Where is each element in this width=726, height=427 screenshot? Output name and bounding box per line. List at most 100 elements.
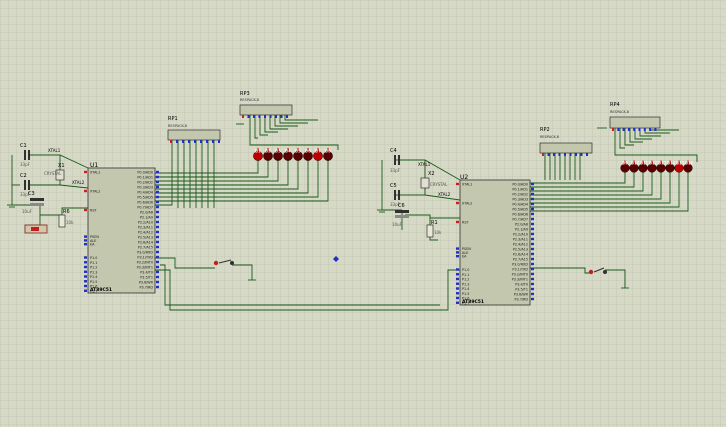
svg-text:RESPACK-8: RESPACK-8 bbox=[168, 124, 187, 128]
respack-rp1[interactable]: RP1 RESPACK-8 bbox=[167, 116, 221, 143]
pin-label: P0.5/AD5 bbox=[137, 196, 153, 200]
respack-pin bbox=[553, 153, 555, 156]
pin-label: P1.7 bbox=[90, 289, 97, 293]
led-pin bbox=[651, 160, 653, 164]
led-pin bbox=[624, 160, 626, 164]
crystal-x1[interactable]: X1 CRYSTAL bbox=[44, 163, 65, 181]
pin-marker bbox=[456, 282, 459, 285]
pin-label: EA bbox=[462, 255, 467, 259]
respack-pin bbox=[617, 128, 620, 131]
pin-label: P3.0/RXD bbox=[512, 263, 528, 267]
svg-text:33pF: 33pF bbox=[390, 168, 401, 173]
pin-label: P2.5/A13 bbox=[513, 248, 528, 252]
xtal2-net-label-right: XTAL2 bbox=[438, 192, 451, 197]
svg-text:C3: C3 bbox=[28, 191, 35, 197]
pin-marker bbox=[156, 215, 159, 219]
respack-pin bbox=[188, 140, 190, 143]
pin-marker bbox=[531, 192, 534, 196]
led-label: D7 bbox=[315, 148, 321, 153]
pin-marker bbox=[156, 205, 159, 209]
pin-marker bbox=[531, 187, 534, 191]
capacitor-c5[interactable]: C5 33pF bbox=[390, 183, 401, 207]
pin-marker bbox=[156, 245, 159, 249]
svg-text:RP1: RP1 bbox=[168, 116, 178, 122]
led-indicator bbox=[656, 163, 666, 173]
pin-label: P2.3/A11 bbox=[138, 226, 153, 230]
capacitor-c1[interactable]: C1 33pF bbox=[20, 143, 31, 167]
pin-marker bbox=[84, 235, 87, 238]
reset-switch-left[interactable] bbox=[24, 224, 48, 234]
pin-marker bbox=[531, 292, 534, 296]
pin-label: P0.2/AD2 bbox=[137, 181, 153, 185]
pin-label: P0.1/AD1 bbox=[137, 176, 153, 180]
pin-label: P3.4/T0 bbox=[515, 283, 528, 287]
pin-marker bbox=[84, 265, 87, 269]
pin-label: P0.0/AD0 bbox=[137, 171, 153, 175]
led-indicator bbox=[665, 163, 675, 173]
pin-label: P2.4/A12 bbox=[138, 231, 153, 235]
pin-label: P3.1/TXD bbox=[137, 256, 153, 260]
led-pin bbox=[277, 148, 279, 151]
pin-label: P2.1/A9 bbox=[140, 216, 153, 220]
pin-marker bbox=[84, 243, 87, 246]
respack-pin bbox=[275, 115, 277, 118]
pin-label: ALE bbox=[462, 251, 468, 255]
pin-marker bbox=[156, 260, 159, 264]
svg-text:C6: C6 bbox=[398, 203, 405, 209]
cursor-marker bbox=[333, 256, 339, 262]
capacitor-c2[interactable]: C2 33pF bbox=[20, 173, 31, 197]
pin-marker bbox=[456, 255, 459, 258]
svg-text:R6: R6 bbox=[63, 209, 70, 215]
pin-marker bbox=[84, 208, 87, 212]
resistor-r1[interactable]: R1 10k bbox=[426, 220, 442, 238]
pin-marker bbox=[456, 273, 459, 276]
capacitor-c6[interactable]: C6 10uF bbox=[392, 203, 409, 227]
pushbutton-left[interactable] bbox=[213, 259, 234, 266]
pin-marker bbox=[156, 225, 159, 229]
respack-pin bbox=[580, 153, 583, 156]
pin-marker bbox=[156, 240, 159, 244]
led-indicator bbox=[638, 163, 648, 173]
mcu-u1[interactable]: U1 XTAL1XTAL2RSTPSENALEEAP1.0P1.1P1.2P1.… bbox=[84, 162, 159, 294]
respack-pin bbox=[218, 140, 220, 143]
pin-label: ALE bbox=[90, 239, 96, 243]
mcu-u2[interactable]: U2 XTAL1XTAL2RSTPSENALEEAP1.0P1.1P1.2P1.… bbox=[456, 174, 534, 306]
pin-label: P0.7/AD7 bbox=[512, 218, 528, 222]
pin-marker bbox=[84, 284, 87, 288]
mcu-right-pins: P0.0/AD0P0.1/AD1P0.2/AD2P0.3/AD3P0.4/AD4… bbox=[512, 183, 534, 302]
pin-label: P2.0/A8 bbox=[515, 223, 528, 227]
pin-marker bbox=[456, 247, 459, 250]
led-label: D6 bbox=[305, 148, 311, 153]
pin-label: P0.1/AD1 bbox=[512, 188, 528, 192]
pin-marker bbox=[456, 301, 459, 304]
led-pin bbox=[257, 148, 259, 151]
svg-text:RP4: RP4 bbox=[610, 102, 620, 108]
pushbutton-right[interactable] bbox=[588, 267, 607, 275]
pin-marker bbox=[531, 197, 534, 201]
capacitor-c3[interactable]: C3 10uF bbox=[22, 191, 44, 214]
capacitor-c4[interactable]: C4 33pF bbox=[390, 148, 401, 173]
led-indicator bbox=[253, 151, 263, 161]
pin-label: XTAL1 bbox=[90, 171, 100, 175]
pin-label: P1.6 bbox=[462, 297, 469, 301]
svg-text:33pF: 33pF bbox=[20, 162, 31, 167]
svg-text:C4: C4 bbox=[390, 148, 397, 154]
mcu-right-pins: P0.0/AD0P0.1/AD1P0.2/AD2P0.3/AD3P0.4/AD4… bbox=[137, 171, 159, 290]
pin-label: P2.7/A15 bbox=[513, 258, 528, 262]
respack-rp3[interactable]: RP3 RESPACK-8 bbox=[239, 91, 293, 118]
led-indicator bbox=[303, 151, 313, 161]
mcu-left-pins: XTAL1XTAL2RSTPSENALEEAP1.0P1.1P1.2P1.3P1… bbox=[456, 183, 472, 305]
resistor-r6[interactable]: R6 10k bbox=[58, 209, 74, 228]
respack-rp2[interactable]: RP2 RESPACK-8 bbox=[539, 127, 593, 156]
led-pin bbox=[267, 148, 269, 151]
ground-right bbox=[377, 209, 629, 289]
crystal-x2[interactable]: X2 CRYSTAL bbox=[420, 171, 448, 189]
respack-rp4[interactable]: RP4 RESPACK-8 bbox=[609, 102, 661, 131]
pin-label: P1.2 bbox=[462, 278, 469, 282]
pin-label: P0.4/AD4 bbox=[137, 191, 153, 195]
pin-label: P1.3 bbox=[90, 270, 97, 274]
svg-text:10k: 10k bbox=[66, 220, 74, 225]
led-label: D13 bbox=[658, 161, 667, 166]
